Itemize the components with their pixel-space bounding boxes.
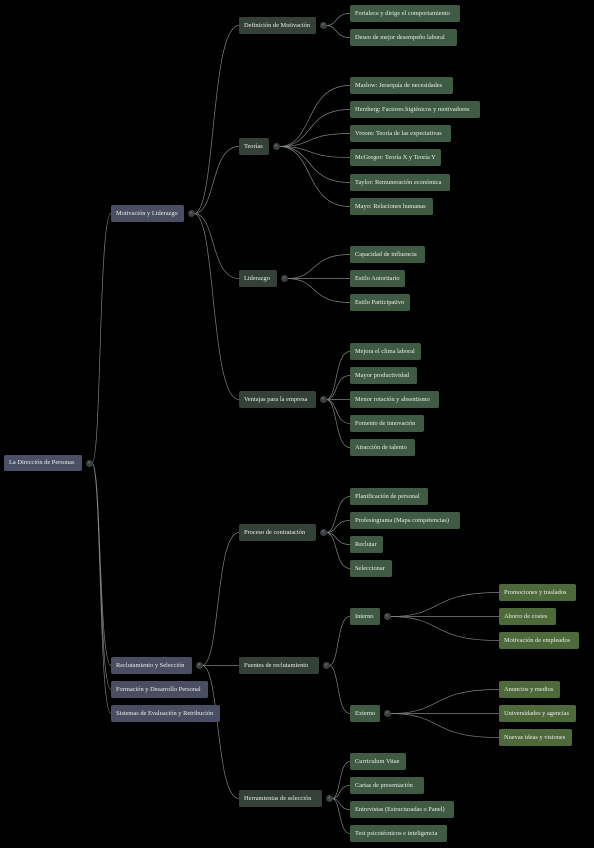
leaf-anuncios-y-medios[interactable]: Anuncios y medios [499, 681, 560, 698]
leaf-curriculum-vitae[interactable]: Curriculum Vitae [350, 753, 406, 770]
root-node[interactable]: La Dirección de Personas [4, 455, 82, 471]
leaf-cartas-de-presentacion[interactable]: Cartas de presentación [350, 777, 424, 794]
branch-formacion-y-desarrollo-personal[interactable]: Formación y Desarrollo Personal [111, 681, 208, 698]
edge-root-sistemas-de-evaluacion-y-retribucion [91, 462, 112, 714]
subtopic-interno[interactable]: Interno [350, 608, 380, 625]
leaf-mayo-relaciones-humanas[interactable]: Mayo: Relaciones humanas [350, 198, 433, 215]
edge-seleccionar [325, 532, 351, 569]
toggle-icon-externo[interactable]: ‹ [383, 710, 391, 717]
edge-mayo-relaciones-humanas [278, 146, 351, 207]
leaf-vroom-teoria-de-las-expectativas[interactable]: Vroom: Teoría de las expectativas [350, 125, 451, 142]
topic-proceso-de-contratacion[interactable]: Proceso de contratación [239, 524, 316, 541]
leaf-capacidad-de-influencia[interactable]: Capacidad de influencia [350, 246, 425, 263]
leaf-fortalece-y-dirige-el-comportamiento[interactable]: Fortalece y dirige el comportamiento [350, 5, 460, 22]
edge-profesiograma-mapa-competencias [325, 520, 351, 533]
edge-root-reclutamiento-y-seleccion [91, 462, 112, 666]
edge-deseo-de-mejor-desempeno-laboral [325, 25, 351, 38]
edge-fomento-de-innovacion [325, 399, 351, 424]
leaf-test-psicotecnicos-e-inteligencia[interactable]: Test psicotécnicos e inteligencia [350, 825, 447, 842]
edge-teorias [193, 146, 240, 214]
toggle-icon-reclutamiento-y-seleccion[interactable]: ‹ [195, 662, 203, 669]
edge-motivacion-de-empleados [389, 616, 500, 641]
edge-nuevas-ideas-y-visiones [389, 713, 500, 738]
edge-maslow-jerarquia-de-necesidades [278, 85, 351, 147]
edge-anuncios-y-medios [389, 689, 500, 714]
leaf-reclutar[interactable]: Reclutar [350, 536, 383, 553]
leaf-herzberg-factores-higienicos-y-motivadores[interactable]: Herzberg: Factores higiénicos y motivado… [350, 101, 480, 118]
toggle-icon-herramientas-de-seleccion[interactable]: ‹ [325, 795, 333, 802]
topic-ventajas-para-la-empresa[interactable]: Ventajas para la empresa [239, 391, 316, 408]
edge-curriculum-vitae [331, 761, 351, 799]
toggle-icon-ventajas-para-la-empresa[interactable]: ‹ [319, 396, 327, 403]
edge-fortalece-y-dirige-el-comportamiento [325, 13, 351, 26]
edge-mejora-el-clima-laboral [325, 351, 351, 400]
leaf-planificacion-de-personal[interactable]: Planificación de personal [350, 488, 428, 505]
edge-mcgregor-teoria-x-y-teoria-y [278, 146, 351, 158]
topic-herramientas-de-seleccion[interactable]: Herramientas de selección [239, 790, 322, 807]
edge-definicion-de-motivacion [193, 25, 240, 214]
leaf-deseo-de-mejor-desempeno-laboral[interactable]: Deseo de mejor desempeño laboral [350, 29, 457, 46]
leaf-entrevistas-estructuradas-o-panel[interactable]: Entrevistas (Estructuradas o Panel) [350, 801, 454, 818]
leaf-fomento-de-innovacion[interactable]: Fomento de innovación [350, 415, 424, 432]
toggle-icon-liderazgo[interactable]: ‹ [280, 275, 288, 282]
edge-vroom-teoria-de-las-expectativas [278, 133, 351, 147]
edge-root-motivacion-y-liderazgo [91, 213, 112, 464]
edge-proceso-de-contratacion [201, 532, 240, 666]
topic-fuentes-de-reclutamiento[interactable]: Fuentes de reclutamiento [239, 657, 319, 674]
leaf-menor-rotacion-y-absentismo[interactable]: Menor rotación y absentismo [350, 391, 439, 408]
root-toggle-icon[interactable]: ‹ [85, 459, 93, 467]
toggle-icon-definicion-de-motivacion[interactable]: ‹ [319, 22, 327, 29]
toggle-icon-proceso-de-contratacion[interactable]: ‹ [319, 529, 327, 536]
branch-motivacion-y-liderazgo[interactable]: Motivación y Liderazgo [111, 205, 184, 222]
leaf-nuevas-ideas-y-visiones[interactable]: Nuevas ideas y visiones [499, 729, 572, 746]
toggle-icon-fuentes-de-reclutamiento[interactable]: ‹ [322, 662, 330, 669]
edge-test-psicotecnicos-e-inteligencia [331, 798, 351, 834]
topic-definicion-de-motivacion[interactable]: Definición de Motivación [239, 17, 316, 34]
leaf-taylor-remuneracion-economica[interactable]: Taylor: Remuneración económica [350, 174, 450, 191]
edge-cartas-de-presentacion [331, 785, 351, 799]
branch-sistemas-de-evaluacion-y-retribucion[interactable]: Sistemas de Evaluación y Retribución [111, 705, 220, 722]
leaf-atraccion-de-talento[interactable]: Atracción de talento [350, 439, 415, 456]
leaf-motivacion-de-empleados[interactable]: Motivación de empleados [499, 632, 579, 649]
leaf-ahorro-de-costes[interactable]: Ahorro de costes [499, 608, 556, 625]
leaf-maslow-jerarquia-de-necesidades[interactable]: Maslow: Jerarquía de necesidades [350, 77, 453, 94]
edge-planificacion-de-personal [325, 496, 351, 533]
leaf-seleccionar[interactable]: Seleccionar [350, 560, 392, 577]
edge-externo [328, 665, 351, 714]
toggle-icon-interno[interactable]: ‹ [383, 613, 391, 620]
edge-estilo-participativo [286, 278, 351, 303]
edge-mayor-productividad [325, 375, 351, 400]
topic-liderazgo[interactable]: Liderazgo [239, 270, 277, 287]
topic-teorias[interactable]: Teorías [239, 138, 269, 155]
edge-atraccion-de-talento [325, 399, 351, 448]
edge-herzberg-factores-higienicos-y-motivadores [278, 109, 351, 147]
leaf-promociones-y-traslados[interactable]: Promociones y traslados [499, 584, 576, 601]
leaf-universidades-y-agencias[interactable]: Universidades y agencias [499, 705, 576, 722]
edge-capacidad-de-influencia [286, 254, 351, 279]
edge-interno [328, 616, 351, 666]
leaf-mayor-productividad[interactable]: Mayor productividad [350, 367, 417, 384]
toggle-icon-teorias[interactable]: ‹ [272, 143, 280, 150]
edge-herramientas-de-seleccion [201, 665, 240, 799]
leaf-mejora-el-clima-laboral[interactable]: Mejora el clima laboral [350, 343, 421, 360]
edge-taylor-remuneracion-economica [278, 146, 351, 183]
leaf-profesiograma-mapa-competencias[interactable]: Profesiograma (Mapa competencias) [350, 512, 460, 529]
subtopic-externo[interactable]: Externo [350, 705, 380, 722]
edge-ventajas-para-la-empresa [193, 213, 240, 400]
toggle-icon-motivacion-y-liderazgo[interactable]: ‹ [187, 210, 195, 217]
leaf-estilo-participativo[interactable]: Estilo Participativo [350, 294, 410, 311]
edge-liderazgo [193, 213, 240, 279]
leaf-estilo-autoritario[interactable]: Estilo Autoritario [350, 270, 405, 287]
edge-promociones-y-traslados [389, 592, 500, 617]
leaf-mcgregor-teoria-x-y-teoria-y[interactable]: McGregor: Teoría X y Teoría Y [350, 149, 441, 166]
branch-reclutamiento-y-seleccion[interactable]: Reclutamiento y Selección [111, 657, 192, 674]
edge-root-formacion-y-desarrollo-personal [91, 462, 112, 690]
